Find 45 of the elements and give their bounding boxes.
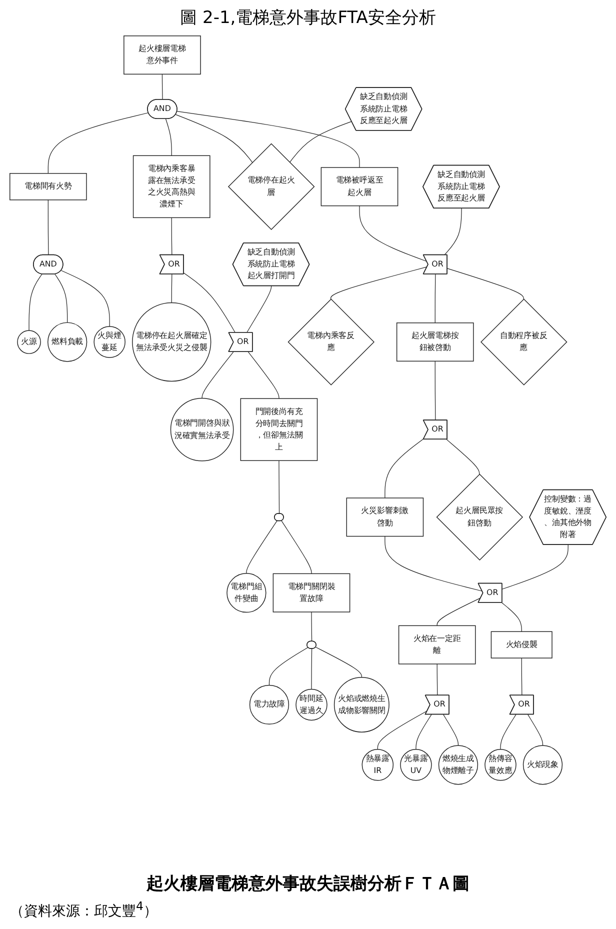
- connector: [311, 648, 312, 690]
- connector: [184, 272, 236, 334]
- connector: [330, 266, 428, 300]
- connector: [281, 520, 312, 574]
- connector: [434, 360, 436, 421]
- connector: [447, 268, 524, 300]
- connector: [48, 112, 149, 174]
- connector: [446, 439, 480, 475]
- connector: [502, 544, 568, 590]
- connector: [500, 714, 516, 750]
- connector: [434, 274, 436, 324]
- connector: [171, 217, 172, 256]
- connector: [28, 274, 42, 331]
- connector: [444, 208, 462, 256]
- connector: [246, 286, 272, 334]
- source-note: （資料來源：邱文豐$^{4}$）: [10, 899, 158, 921]
- connector: [502, 602, 522, 632]
- connector: [377, 710, 428, 750]
- connector: [175, 114, 253, 163]
- connector: [171, 274, 172, 304]
- connector: [54, 274, 68, 323]
- connector: [416, 714, 432, 750]
- connector: [278, 460, 280, 514]
- connector: [384, 438, 424, 498]
- connector: [289, 121, 352, 163]
- connector: [268, 647, 308, 686]
- connector: [384, 536, 482, 592]
- connector: [315, 646, 362, 678]
- diagram-title: 圖 2-1,電梯意外事故FTA安全分析: [180, 7, 436, 29]
- connector: [202, 352, 234, 399]
- connector: [436, 598, 482, 626]
- connector: [443, 714, 459, 746]
- connector: [176, 111, 360, 168]
- connector: [48, 200, 49, 256]
- connector: [528, 714, 544, 746]
- diagram-caption: 起火樓層電梯意外事故失誤樹分析ＦＴＡ圖: [146, 873, 470, 896]
- connector: [436, 664, 438, 696]
- connector: [248, 352, 280, 399]
- connector: [311, 612, 312, 642]
- connector: [60, 270, 110, 327]
- connector: [359, 206, 427, 262]
- connector: [162, 74, 163, 100]
- connector: [521, 658, 522, 696]
- connector: [246, 520, 278, 574]
- connector: [165, 118, 172, 156]
